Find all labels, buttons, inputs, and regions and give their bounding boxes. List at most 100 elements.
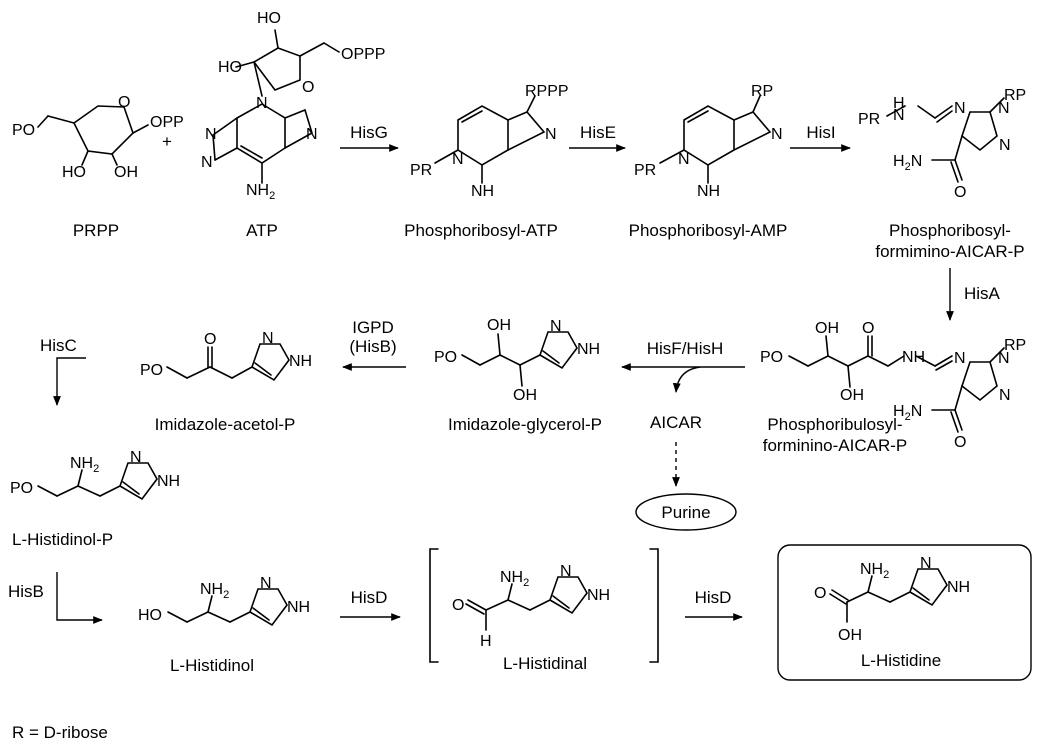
label-hal: L-Histidinal — [503, 654, 587, 673]
atp-ho-top: HO — [257, 10, 281, 27]
prfar-h2n: H2N — [893, 403, 922, 423]
his-nh: NH — [947, 579, 970, 596]
hol-p-structure: PO NH2 N NH — [10, 449, 180, 501]
profar-n1: N — [998, 100, 1010, 117]
igp-structure: PO OH OH N NH — [434, 317, 600, 404]
profar-n-b: N — [954, 100, 966, 117]
label-pr-amp: Phosphoribosyl-AMP — [629, 221, 788, 240]
atp-structure: HO HO O OPPP N N N N NH2 — [201, 10, 385, 202]
atp-ho-mid: HO — [218, 59, 242, 76]
prfar-rp: RP — [1004, 337, 1026, 354]
enzyme-hisa: HisA — [964, 284, 1001, 303]
arrow-hisb — [56, 572, 103, 624]
prfar-n1: N — [998, 350, 1010, 367]
hol-structure: HO NH2 N NH — [138, 575, 310, 627]
label-profar-1: Phosphoribosyl- — [889, 221, 1011, 240]
pr-amp-n1: N — [678, 151, 690, 168]
his-o: O — [814, 585, 826, 602]
enzyme-igpd-2: (HisB) — [349, 337, 396, 356]
iap-nh: NH — [289, 353, 312, 370]
arrow-hisc — [53, 357, 86, 406]
profar-n3: N — [999, 137, 1011, 154]
label-hol-p: L-Histidinol-P — [12, 530, 113, 549]
prpp-ho: HO — [62, 164, 86, 181]
prpp-ring-o: O — [118, 94, 130, 111]
pr-atp-nh: NH — [471, 183, 494, 200]
prfar-n-b: N — [954, 350, 966, 367]
hol-ho: HO — [138, 607, 162, 624]
label-aicar: AICAR — [650, 413, 702, 432]
histidine-box — [777, 544, 1032, 681]
profar-pr: PR — [858, 111, 880, 128]
pr-amp-pr: PR — [634, 162, 656, 179]
igp-nh: NH — [577, 341, 600, 358]
label-iap: Imidazole-acetol-P — [155, 415, 296, 434]
pr-amp-structure: RP N N PR NH — [634, 83, 783, 200]
enzyme-igpd-1: IGPD — [352, 318, 394, 337]
hol-p-nh2: NH2 — [70, 455, 99, 475]
his-oh: OH — [838, 627, 862, 644]
profar-o: O — [954, 184, 966, 201]
prfar-structure: PO OH O OH NH N N RP N H2N O — [760, 320, 1026, 451]
label-hol: L-Histidinol — [170, 656, 254, 675]
label-profar-2: formimino-AICAR-P — [875, 242, 1024, 261]
label-prfar-1: Phosphoribulosyl- — [767, 415, 902, 434]
hal-nh2: NH2 — [500, 569, 529, 589]
hal-structure: O H NH2 N NH — [452, 563, 610, 650]
label-prpp: PRPP — [73, 221, 119, 240]
bracket-right — [649, 548, 659, 663]
pr-atp-n1: N — [452, 151, 464, 168]
profar-rp: RP — [1004, 87, 1026, 104]
iap-o: O — [204, 331, 216, 348]
profar-structure: PR H N N N RP N H2N O — [858, 87, 1026, 201]
pr-amp-rp: RP — [751, 83, 773, 100]
label-prfar-2: forminino-AICAR-P — [763, 436, 908, 455]
his-nh2: NH2 — [860, 561, 889, 581]
hal-h: H — [480, 633, 492, 650]
atp-ring-o: O — [302, 79, 314, 96]
profar-h: H — [893, 95, 905, 112]
prfar-n3: N — [999, 387, 1011, 404]
pr-atp-structure: RPPP N N PR NH — [410, 83, 569, 200]
hol-n: N — [260, 575, 272, 592]
hol-nh2: NH2 — [200, 581, 229, 601]
hal-nh: NH — [587, 587, 610, 604]
igp-oh-a: OH — [487, 317, 511, 334]
igp-po: PO — [434, 349, 457, 366]
bracket-left — [429, 548, 439, 663]
atp-n1: N — [201, 154, 213, 171]
enzyme-hisfh: HisF/HisH — [647, 339, 724, 358]
pr-atp-pr: PR — [410, 162, 432, 179]
igp-oh-b: OH — [513, 387, 537, 404]
prfar-oh-a: OH — [815, 320, 839, 337]
enzyme-hisd-1: HisD — [351, 588, 388, 607]
hol-nh: NH — [287, 599, 310, 616]
purine-ellipse — [635, 493, 737, 531]
prfar-o-amide: O — [954, 434, 966, 451]
pr-amp-n7: N — [771, 126, 783, 143]
igp-n: N — [550, 318, 562, 335]
prpp-po: PO — [12, 122, 35, 139]
atp-n7: N — [306, 126, 318, 143]
prfar-oh-b: OH — [840, 387, 864, 404]
plus-sign: + — [162, 132, 172, 151]
prfar-nh: NH — [902, 349, 925, 366]
label-his: L-Histidine — [861, 651, 941, 670]
arrow-aicar-branch — [672, 366, 701, 393]
atp-n9: N — [256, 95, 268, 112]
enzyme-hisi: HisI — [806, 123, 835, 142]
iap-n: N — [262, 330, 274, 347]
pr-atp-n7: N — [545, 126, 557, 143]
his-structure: O OH NH2 N NH — [814, 555, 970, 644]
atp-n3: N — [205, 126, 217, 143]
footnote: R = D-ribose — [12, 723, 108, 742]
prpp-oh: OH — [114, 164, 138, 181]
enzyme-hisc: HisC — [40, 336, 77, 355]
prpp-opp: OPP — [150, 114, 184, 131]
hol-p-n: N — [130, 449, 142, 466]
profar-n-a: N — [893, 107, 905, 124]
enzyme-hise: HisE — [580, 123, 616, 142]
atp-nh2: NH2 — [246, 182, 275, 202]
